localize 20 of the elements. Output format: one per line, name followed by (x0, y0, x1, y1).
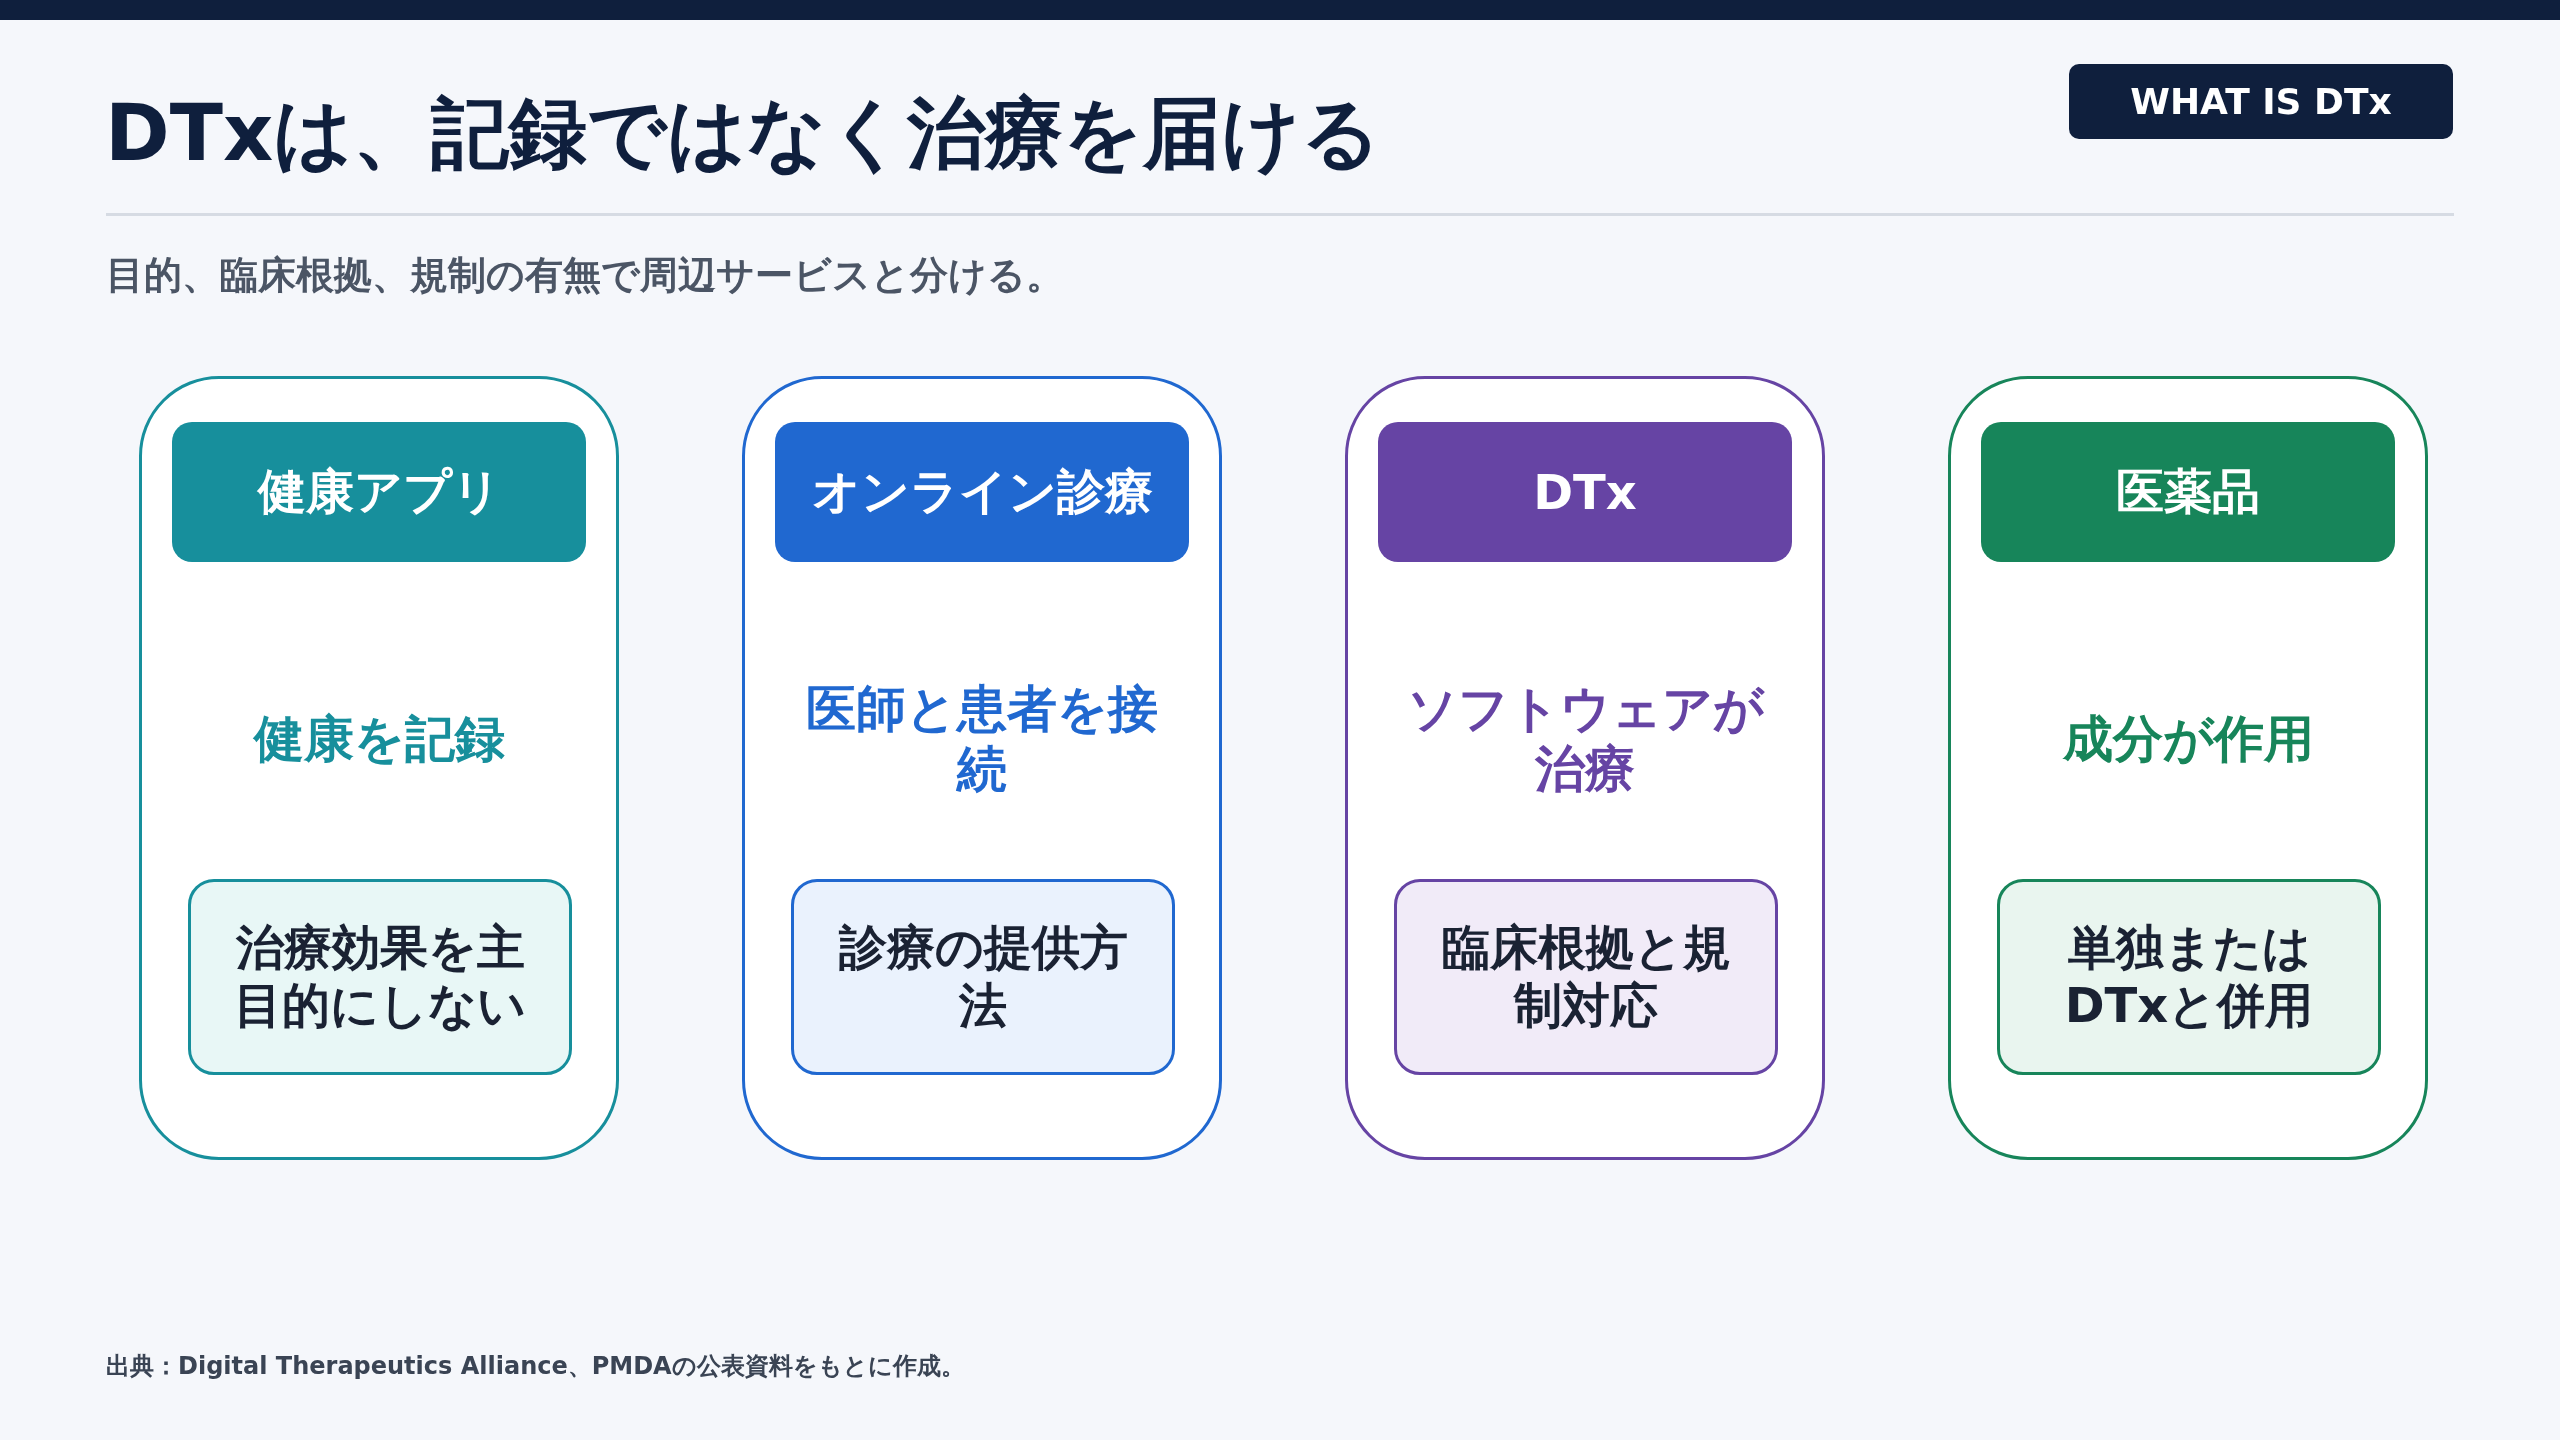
feature-box: 診療の提供方法 (791, 879, 1175, 1075)
subtitle-text: 目的、臨床根拠、規制の有無で周辺サービスと分ける。 (106, 252, 1064, 299)
feature-box: 治療効果を主目的にしない (188, 879, 572, 1075)
card-panel (1345, 376, 1825, 1160)
purpose-text: 健康を記録 (252, 709, 506, 770)
category-header: オンライン診療 (775, 422, 1189, 562)
purpose-text: 医師と患者を接続 (805, 679, 1159, 800)
card-panel (1948, 376, 2428, 1160)
feature-box: 単独またはDTxと併用 (1997, 879, 2381, 1075)
slide-title: DTxは、記録ではなく治療を届ける (105, 87, 1382, 180)
card-panel (139, 376, 619, 1160)
source-note: 出典：Digital Therapeutics Alliance、PMDAの公表資料をもとに作成。 (106, 1351, 965, 1382)
category-header: DTx (1378, 422, 1792, 562)
card-panel (742, 376, 1222, 1160)
category-header: 健康アプリ (172, 422, 586, 562)
category-header: 医薬品 (1981, 422, 2395, 562)
purpose-text: 成分が作用 (2061, 709, 2315, 770)
section-badge: WHAT IS DTx (2069, 64, 2453, 139)
purpose-text: ソフトウェアが治療 (1405, 679, 1766, 800)
feature-box: 臨床根拠と規制対応 (1394, 879, 1778, 1075)
